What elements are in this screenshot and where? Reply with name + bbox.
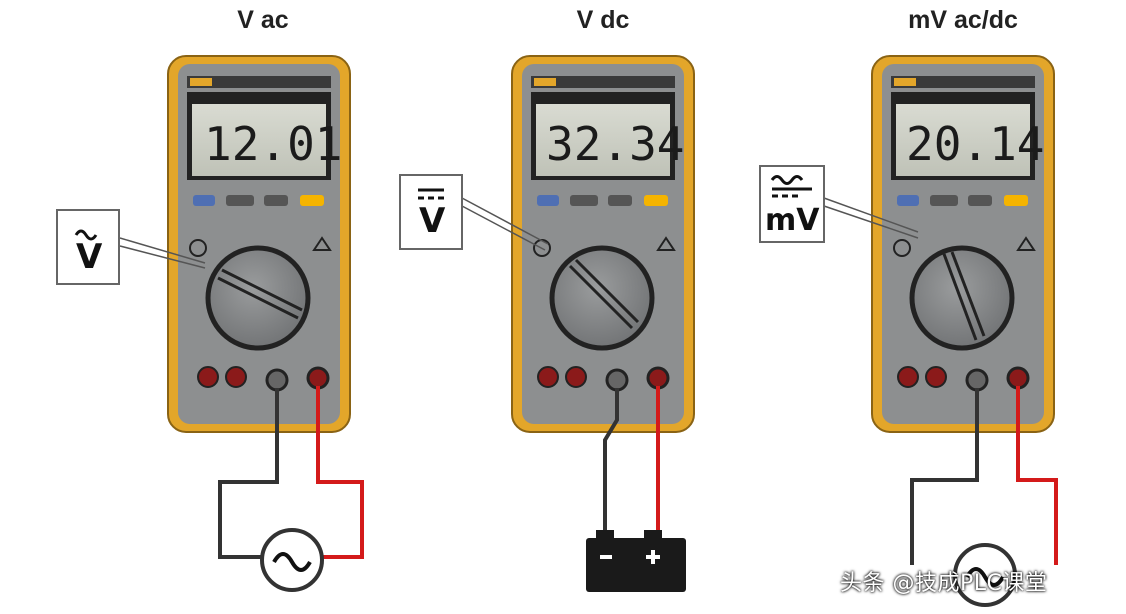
lcd-reading-3: 20.14: [906, 117, 1044, 171]
volt-jack-3: [1006, 366, 1030, 390]
multimeter-1: 12.01: [167, 55, 351, 433]
button-yellow-3[interactable]: [1004, 195, 1028, 206]
mode-callout-1: V: [56, 209, 206, 285]
dc-volt-icon: V: [419, 201, 446, 241]
mode-callout-3: mV: [759, 165, 919, 243]
volt-jack-2: [646, 366, 670, 390]
battery-icon: [586, 530, 686, 592]
button-yellow-2[interactable]: [644, 195, 668, 206]
volt-jack-1: [306, 366, 330, 390]
button-yellow-1[interactable]: [300, 195, 324, 206]
button-blue-2[interactable]: [537, 195, 559, 206]
com-jack-2: [605, 368, 629, 392]
com-jack-1: [265, 368, 289, 392]
panel-title-vac: V ac: [237, 6, 289, 34]
button-blue-1[interactable]: [193, 195, 215, 206]
multimeter-3: 20.14: [871, 55, 1055, 433]
mode-callout-2: V: [399, 174, 549, 251]
test-leads-1: [218, 386, 364, 592]
test-leads-2: [586, 386, 686, 592]
ac-dc-millivolt-icon: mV: [765, 203, 820, 238]
test-leads-3: [910, 386, 1058, 607]
panel-title-mv: mV ac/dc: [908, 6, 1018, 34]
multimeter-2: 32.34: [511, 55, 695, 433]
ac-volt-icon: V: [76, 237, 103, 277]
rotary-dial-3[interactable]: [909, 245, 1015, 351]
com-jack-3: [965, 368, 989, 392]
panel-title-vdc: V dc: [576, 6, 630, 34]
button-blue-3[interactable]: [897, 195, 919, 206]
lcd-reading-2: 32.34: [546, 117, 684, 171]
lcd-reading-1: 12.01: [204, 117, 342, 171]
watermark: 头条 @技成PLC课堂: [840, 571, 1048, 596]
